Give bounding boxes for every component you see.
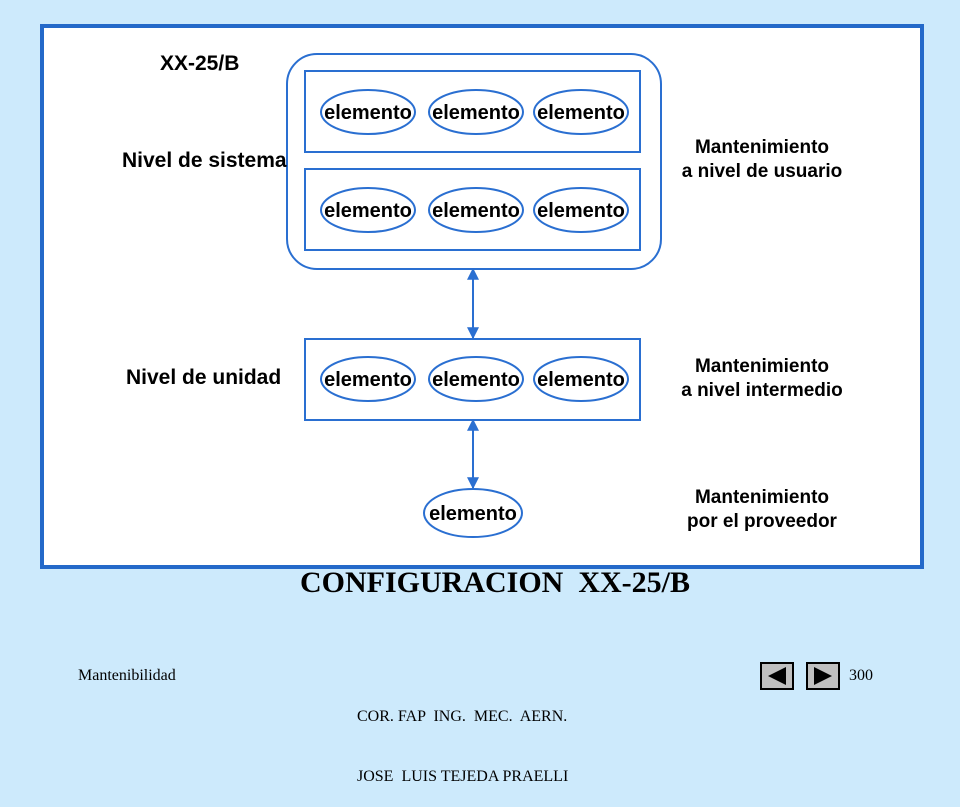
user-maintenance-line2: a nivel de usuario	[681, 161, 843, 182]
element-node: elemento	[320, 356, 416, 402]
element-node: elemento	[423, 488, 523, 538]
footer-author-line1: COR. FAP ING. MEC. AERN.	[357, 708, 568, 725]
element-node: elemento	[533, 187, 629, 233]
unit-level-label: Nivel de unidad	[126, 366, 282, 389]
subsystem-box-1	[304, 70, 641, 153]
user-maintenance-label: Mantenimiento a nivel de usuario	[662, 136, 862, 184]
svg-text:elemento: elemento	[324, 200, 412, 222]
element-node: elemento	[428, 356, 524, 402]
system-level-container	[286, 53, 662, 270]
system-level-label: Nivel de sistema	[122, 149, 287, 172]
svg-text:elemento: elemento	[429, 503, 517, 525]
configuration-label: XX-25/B	[160, 52, 240, 75]
intermediate-maintenance-line2: a nivel intermedio	[681, 380, 843, 401]
svg-text:elemento: elemento	[324, 102, 412, 124]
provider-maintenance-line2: por el proveedor	[687, 511, 837, 532]
element-node: elemento	[320, 89, 416, 135]
triangle-right-icon	[814, 667, 832, 685]
svg-text:elemento: elemento	[537, 369, 625, 391]
svg-text:elemento: elemento	[432, 200, 520, 222]
diagram-panel	[40, 24, 924, 569]
provider-maintenance-label: Mantenimiento por el proveedor	[662, 486, 862, 534]
slide-title: CONFIGURACION XX-25/B	[300, 566, 690, 599]
svg-text:elemento: elemento	[432, 369, 520, 391]
intermediate-maintenance-label: Mantenimiento a nivel intermedio	[662, 355, 862, 403]
subsystem-box-2	[304, 168, 641, 251]
footer-left-text: Mantenibilidad	[78, 667, 176, 684]
next-slide-button[interactable]	[806, 662, 840, 690]
element-node: elemento	[320, 187, 416, 233]
svg-text:elemento: elemento	[537, 200, 625, 222]
element-node: elemento	[533, 356, 629, 402]
triangle-left-icon	[768, 667, 786, 685]
configuration-diagram: elemento elemento elemento elemento elem…	[286, 53, 662, 538]
svg-text:elemento: elemento	[432, 102, 520, 124]
previous-slide-button[interactable]	[760, 662, 794, 690]
element-node: elemento	[428, 187, 524, 233]
footer-author: COR. FAP ING. MEC. AERN. JOSE LUIS TEJED…	[357, 667, 568, 807]
provider-maintenance-line1: Mantenimiento	[694, 487, 830, 508]
footer-author-line2: JOSE LUIS TEJEDA PRAELLI	[357, 768, 569, 785]
intermediate-maintenance-line1: Mantenimiento	[694, 356, 830, 377]
element-node: elemento	[428, 89, 524, 135]
page-number: 300	[849, 667, 873, 684]
svg-text:elemento: elemento	[324, 369, 412, 391]
user-maintenance-line1: Mantenimiento	[694, 137, 830, 158]
svg-text:elemento: elemento	[537, 102, 625, 124]
element-node: elemento	[533, 89, 629, 135]
